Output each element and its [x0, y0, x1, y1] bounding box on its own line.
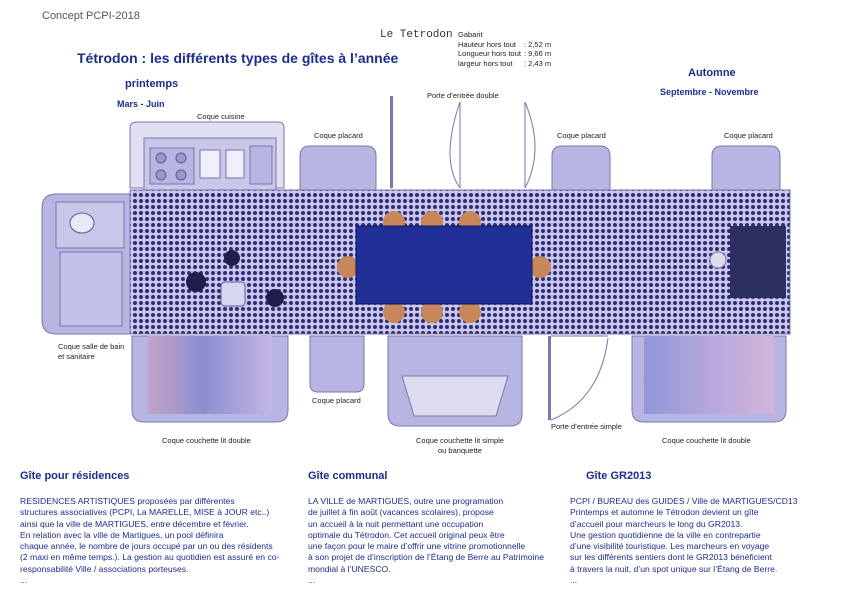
section-title: Gîte GR2013: [586, 470, 652, 482]
section-body: PCPI / BUREAU des GUIDES / Ville de MART…: [570, 496, 798, 586]
label-single-door: Porte d’entrée simple: [551, 422, 622, 431]
gabarit-row: largeur hors tout: 2,43 m: [458, 58, 552, 68]
label-bunk-single-1: Coque couchette lit simple: [416, 436, 504, 445]
interior-furniture: [186, 211, 786, 323]
gabarit-row: Longueur hors tout: 9,66 m: [458, 49, 552, 58]
spring-label: printemps: [125, 78, 179, 90]
gabarit-title: Gabarit: [458, 30, 483, 39]
closet-shell-right: [711, 145, 781, 191]
single-door-frame: [548, 335, 609, 421]
closet-shell-bottom: [309, 335, 365, 393]
autumn-dates: Septembre - Novembre: [660, 87, 759, 97]
label-closet-left: Coque placard: [314, 131, 363, 140]
bathroom-shell: [41, 193, 131, 335]
section-body: RESIDENCES ARTISTIQUES proposées par dif…: [20, 496, 280, 586]
label-bathroom-2: et sanitaire: [58, 352, 95, 361]
label-closet-right: Coque placard: [724, 131, 773, 140]
gabarit-block: Gabarit Hauteur hors tout: 2,52 m Longue…: [458, 30, 551, 68]
label-bunk-double-left: Coque couchette lit double: [162, 436, 251, 445]
concept-label: Concept PCPI-2018: [42, 10, 140, 22]
bunk-double-shell-left: [131, 335, 289, 423]
section-title: Gîte communal: [308, 470, 388, 482]
label-bunk-single-2: ou banquette: [438, 446, 482, 455]
spring-dates: Mars - Juin: [117, 99, 165, 109]
section-gr2013: Gîte GR2013 PCPI / BUREAU des GUIDES / V…: [570, 470, 830, 586]
label-closet-bottom: Coque placard: [312, 396, 361, 405]
gabarit-row: Hauteur hors tout: 2,52 m: [458, 39, 552, 49]
bunk-double-shell-right: [631, 335, 787, 423]
label-bathroom-1: Coque salle de bain: [58, 342, 125, 351]
page-title: Tétrodon : les différents types de gîtes…: [77, 50, 399, 66]
section-residences: Gîte pour résidences RESIDENCES ARTISTIQ…: [20, 470, 280, 586]
bunk-single-shell: [387, 335, 523, 427]
closet-shell-mid: [551, 145, 611, 191]
section-body: LA VILLE de MARTIGUES, outre une program…: [308, 496, 544, 586]
section-title: Gîte pour résidences: [20, 470, 130, 482]
autumn-label: Automne: [688, 67, 736, 79]
kitchen-shell: [129, 121, 285, 191]
label-bunk-double-right: Coque couchette lit double: [662, 436, 751, 445]
label-kitchen: Coque cuisine: [197, 112, 245, 121]
label-double-door: Porte d’entrée double: [427, 91, 499, 100]
project-name: Le Tetrodon: [380, 29, 453, 41]
double-door-frame: [390, 96, 536, 189]
label-closet-mid: Coque placard: [557, 131, 606, 140]
closet-shell-left: [299, 145, 377, 191]
section-communal: Gîte communal LA VILLE de MARTIGUES, out…: [308, 470, 558, 586]
